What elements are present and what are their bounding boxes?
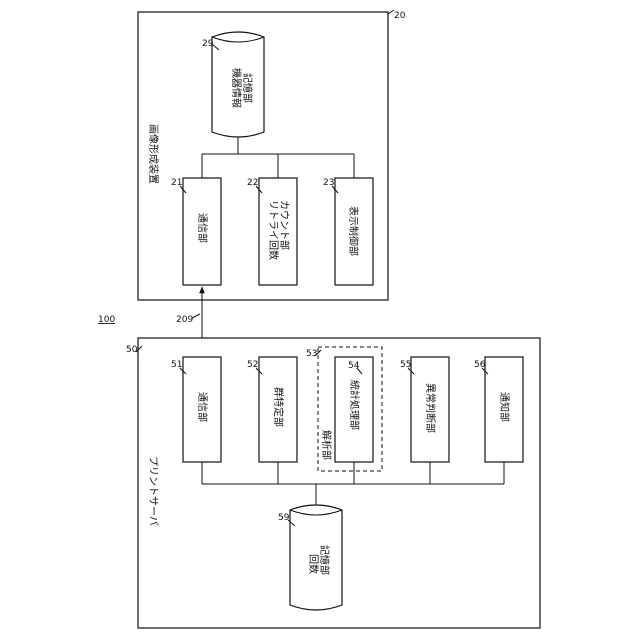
count-storage-ref: 59 [278,513,290,523]
link-ref: 209 [176,315,193,325]
statistical-processing-unit-label: 統計処理部 [348,380,361,430]
figure-ref: 100 [98,315,115,325]
group-identification-unit-label: 群特定部 [272,387,285,427]
notification-unit-label: 通知部 [498,392,511,422]
server-communication-unit-label: 通信部 [196,392,209,422]
analysis-unit-label: 解析部 [320,430,333,460]
apparatus-communication-unit-label: 通信部 [196,213,209,243]
image-forming-apparatus-ref: 20 [394,11,406,21]
notification-unit-ref: 56 [474,360,486,370]
print-server-label: プリントサーバ [147,456,159,526]
display-control-unit-label: 表示制御部 [347,206,360,256]
device-info-storage-line2: 記憶部 [241,73,254,103]
analysis-unit-ref: 53 [306,349,317,359]
count-storage-line2: 記憶部 [318,545,331,575]
anomaly-judgment-unit-label: 異常判断部 [424,383,437,433]
retry-count-unit-line2: カウント部 [278,200,291,250]
anomaly-judgment-unit-ref: 55 [400,360,411,370]
image-forming-apparatus-label: 画像形成装置 [147,124,160,184]
device-info-storage-ref: 29 [202,39,214,49]
print-server-ref: 50 [126,345,138,355]
